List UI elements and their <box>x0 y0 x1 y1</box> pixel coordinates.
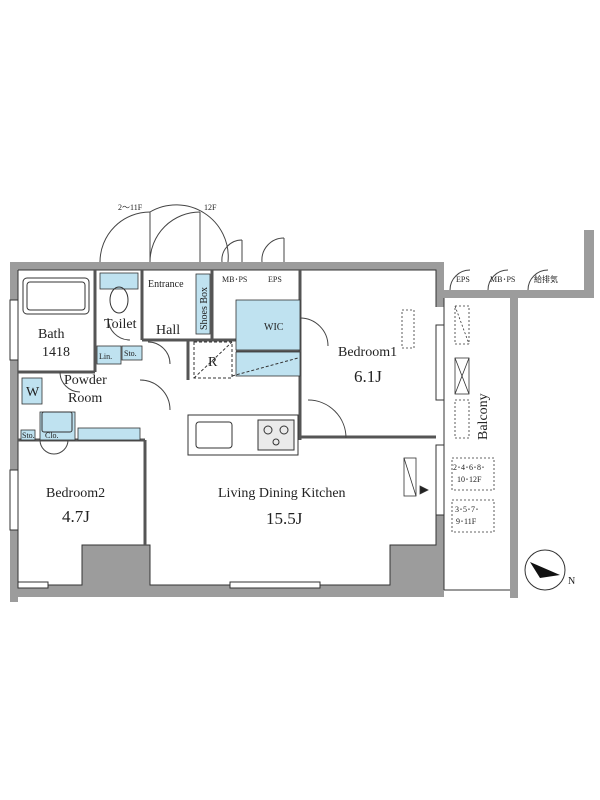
eps-right-label: EPS <box>456 275 470 284</box>
washbasin <box>41 411 73 433</box>
powder-room-label-2: Room <box>68 391 102 406</box>
hatch-floors-a1-label: 2･4･6･8･ <box>453 463 485 472</box>
bedroom2-size-label: 4.7J <box>62 507 90 526</box>
balcony-items <box>401 305 495 533</box>
refrigerator <box>193 341 233 379</box>
shoes-box-label: Shoes Box <box>199 287 210 330</box>
floors-right-door-label: 12F <box>204 203 217 212</box>
storage-label: Sto. <box>124 349 137 358</box>
shoes-box-area <box>195 273 211 335</box>
mb-ps-right-label: MB･PS <box>490 275 515 284</box>
bath-size-label: 1418 <box>42 345 70 360</box>
closet-label: Clo. <box>45 431 59 440</box>
wic-label: WIC <box>264 322 284 333</box>
linen-area <box>96 345 122 365</box>
bathtub <box>22 277 90 315</box>
toilet-bowl <box>109 286 129 314</box>
entrance-label: Entrance <box>148 279 184 290</box>
doors <box>39 204 549 455</box>
hall-label: Hall <box>156 323 180 338</box>
wic-area <box>235 299 301 351</box>
windows <box>9 299 445 589</box>
shaft-door <box>221 239 243 263</box>
washer-label: W <box>26 385 40 400</box>
bedroom1-size-label: 6.1J <box>354 367 382 386</box>
inner-walls <box>18 270 436 545</box>
ldk-label: Living Dining Kitchen <box>218 486 346 501</box>
eps-left-label: EPS <box>268 275 282 284</box>
hatch-floors-a2-label: 10･12F <box>457 475 482 484</box>
kitchen-counter <box>187 414 299 456</box>
hall-storage-area <box>235 351 301 377</box>
bath-label: Bath <box>38 327 64 342</box>
north-compass <box>524 549 566 591</box>
powder-room-label-1: Powder <box>64 373 107 388</box>
bedroom1-label: Bedroom1 <box>338 345 397 360</box>
storage-area <box>121 345 143 361</box>
refrigerator-label: R <box>208 355 218 370</box>
hatch-floors-b2-label: 9･11F <box>456 517 477 526</box>
outer-walls <box>10 230 594 602</box>
toilet-tank-area <box>99 272 139 290</box>
mb-ps-left-label: MB･PS <box>222 275 247 284</box>
entrance-door-left <box>99 211 151 263</box>
linen-label: Lin. <box>99 352 112 361</box>
room-labels: 2～11F 12F Entrance Shoes Box MB･PS EPS E… <box>22 203 575 587</box>
highlight-areas <box>20 272 301 441</box>
small-storage-area <box>20 429 36 441</box>
small-storage-label: Sto. <box>22 431 35 440</box>
bedroom2-label: Bedroom2 <box>46 486 105 501</box>
air-vent-label: 給排気 <box>534 274 558 284</box>
north-label: N <box>568 576 575 587</box>
toilet-label: Toilet <box>104 317 137 332</box>
hatch-floors-b1-label: 3･5･7･ <box>455 505 479 514</box>
floors-left-door-label: 2～11F <box>118 203 143 212</box>
washer-area <box>21 377 43 405</box>
balcony-label: Balcony <box>476 393 491 440</box>
sink <box>195 421 233 449</box>
ldk-size-label: 15.5J <box>266 509 303 528</box>
fixtures <box>22 277 299 456</box>
powder-storage-area <box>77 427 141 441</box>
